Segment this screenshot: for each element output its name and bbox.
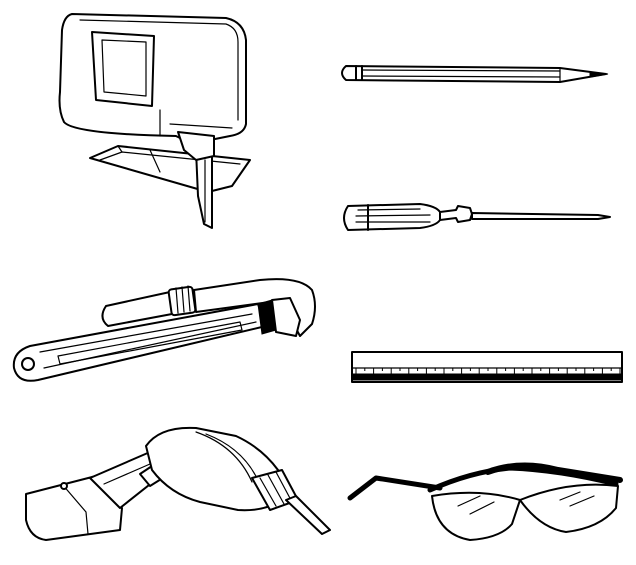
jigsaw-icon	[58, 13, 251, 229]
ruler-icon	[351, 351, 623, 383]
pencil-icon	[341, 65, 609, 83]
pipe-wrench-icon	[12, 278, 316, 382]
screwdriver-icon	[343, 203, 611, 231]
safety-glasses-icon	[347, 462, 623, 541]
cordless-drill-icon	[25, 426, 331, 541]
